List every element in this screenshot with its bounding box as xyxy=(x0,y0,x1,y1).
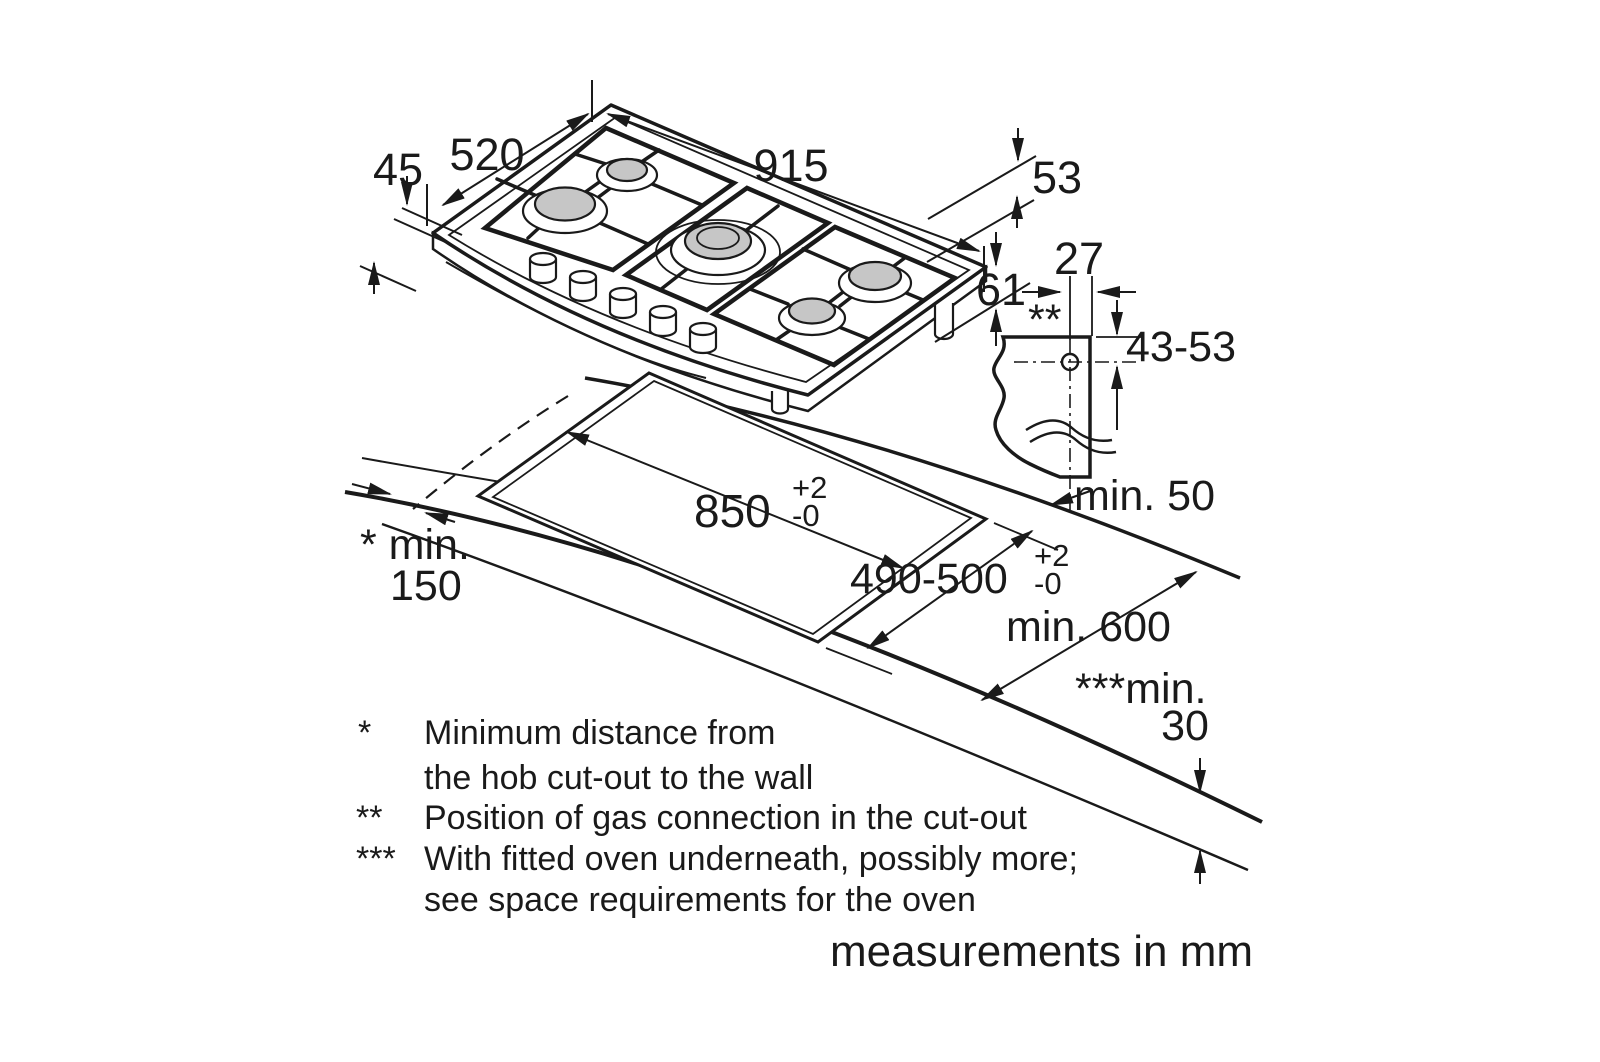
dimension-min-150 xyxy=(351,482,456,526)
dimension-45 xyxy=(359,176,463,294)
hob-foot-front xyxy=(770,391,790,415)
label-min-50: min. 50 xyxy=(1074,472,1215,520)
hob-inner-rim xyxy=(447,115,971,383)
note2-symbol: ** xyxy=(356,799,382,837)
burner-right-cap xyxy=(847,260,903,292)
note3-symbol: *** xyxy=(356,840,396,878)
label-53: 53 xyxy=(1032,152,1082,203)
label-850-tol-plus: +2 xyxy=(792,470,827,505)
dimension-915 xyxy=(591,80,985,292)
label-490-500: 490-500 xyxy=(850,555,1008,603)
worktop-bottom-edge xyxy=(381,522,1249,872)
note1-line1: Minimum distance from xyxy=(424,714,775,752)
label-490-tol-minus: -0 xyxy=(1034,566,1062,601)
cutout-cross-section xyxy=(992,335,1092,479)
label-min-30-title: ***min. xyxy=(1075,665,1206,713)
dimension-53 xyxy=(926,128,1037,263)
hob-foot-right xyxy=(933,303,955,341)
knob-5 xyxy=(688,321,718,355)
label-61: 61 xyxy=(976,264,1026,315)
gas-connection-detail xyxy=(992,335,1140,512)
label-43-53: 43-53 xyxy=(1126,323,1236,371)
burner-left-cap xyxy=(533,186,597,222)
label-520: 520 xyxy=(449,129,524,180)
dimension-27 xyxy=(1022,276,1136,340)
burner-wok-cap xyxy=(683,221,753,261)
note1-line2: the hob cut-out to the wall xyxy=(424,759,813,797)
burner-back-cap xyxy=(605,157,649,183)
dimension-61 xyxy=(934,232,1031,346)
label-gas-mark: ** xyxy=(1028,296,1062,344)
note2-line1: Position of gas connection in the cut-ou… xyxy=(424,799,1027,837)
break-line-1 xyxy=(1025,419,1113,442)
knob-1 xyxy=(528,251,558,285)
label-850: 850 xyxy=(694,485,771,537)
dimension-min-50 xyxy=(1049,489,1094,506)
wall-dashed-line xyxy=(412,395,569,510)
dimensions xyxy=(351,80,1206,884)
label-45: 45 xyxy=(373,144,423,195)
label-min-150-line1: * min. xyxy=(360,521,470,569)
dimension-850 xyxy=(565,431,905,569)
pan-support-right xyxy=(709,224,960,368)
dimension-520 xyxy=(441,112,590,207)
label-min-30-value: 30 xyxy=(1161,702,1209,750)
note1-symbol: * xyxy=(358,714,371,752)
label-min-600: min. 600 xyxy=(1006,603,1171,651)
dimension-43-53 xyxy=(1096,300,1142,430)
dimension-490-500 xyxy=(825,522,1059,675)
note3-line2: see space requirements for the oven xyxy=(424,881,976,919)
footnotes: * Minimum distance from the hob cut-out … xyxy=(356,714,1253,976)
label-490-tol-plus: +2 xyxy=(1034,538,1069,573)
label-27: 27 xyxy=(1054,233,1104,284)
label-min-150-line2: 150 xyxy=(390,562,462,610)
units-note: measurements in mm xyxy=(830,927,1253,976)
dimension-labels: 45 520 915 53 61 27 ** 43-53 850 +2 -0 4… xyxy=(360,129,1236,750)
label-915: 915 xyxy=(753,140,828,191)
label-850-tol-minus: -0 xyxy=(792,498,820,533)
dimension-min-600 xyxy=(980,570,1198,702)
note3-line1: With fitted oven underneath, possibly mo… xyxy=(424,840,1078,878)
knob-3 xyxy=(608,286,638,320)
burner-front-cap xyxy=(787,297,837,325)
hob-skirt-line xyxy=(445,261,707,379)
knob-4 xyxy=(648,304,678,338)
break-line-2 xyxy=(1029,431,1117,454)
knob-2 xyxy=(568,269,598,303)
